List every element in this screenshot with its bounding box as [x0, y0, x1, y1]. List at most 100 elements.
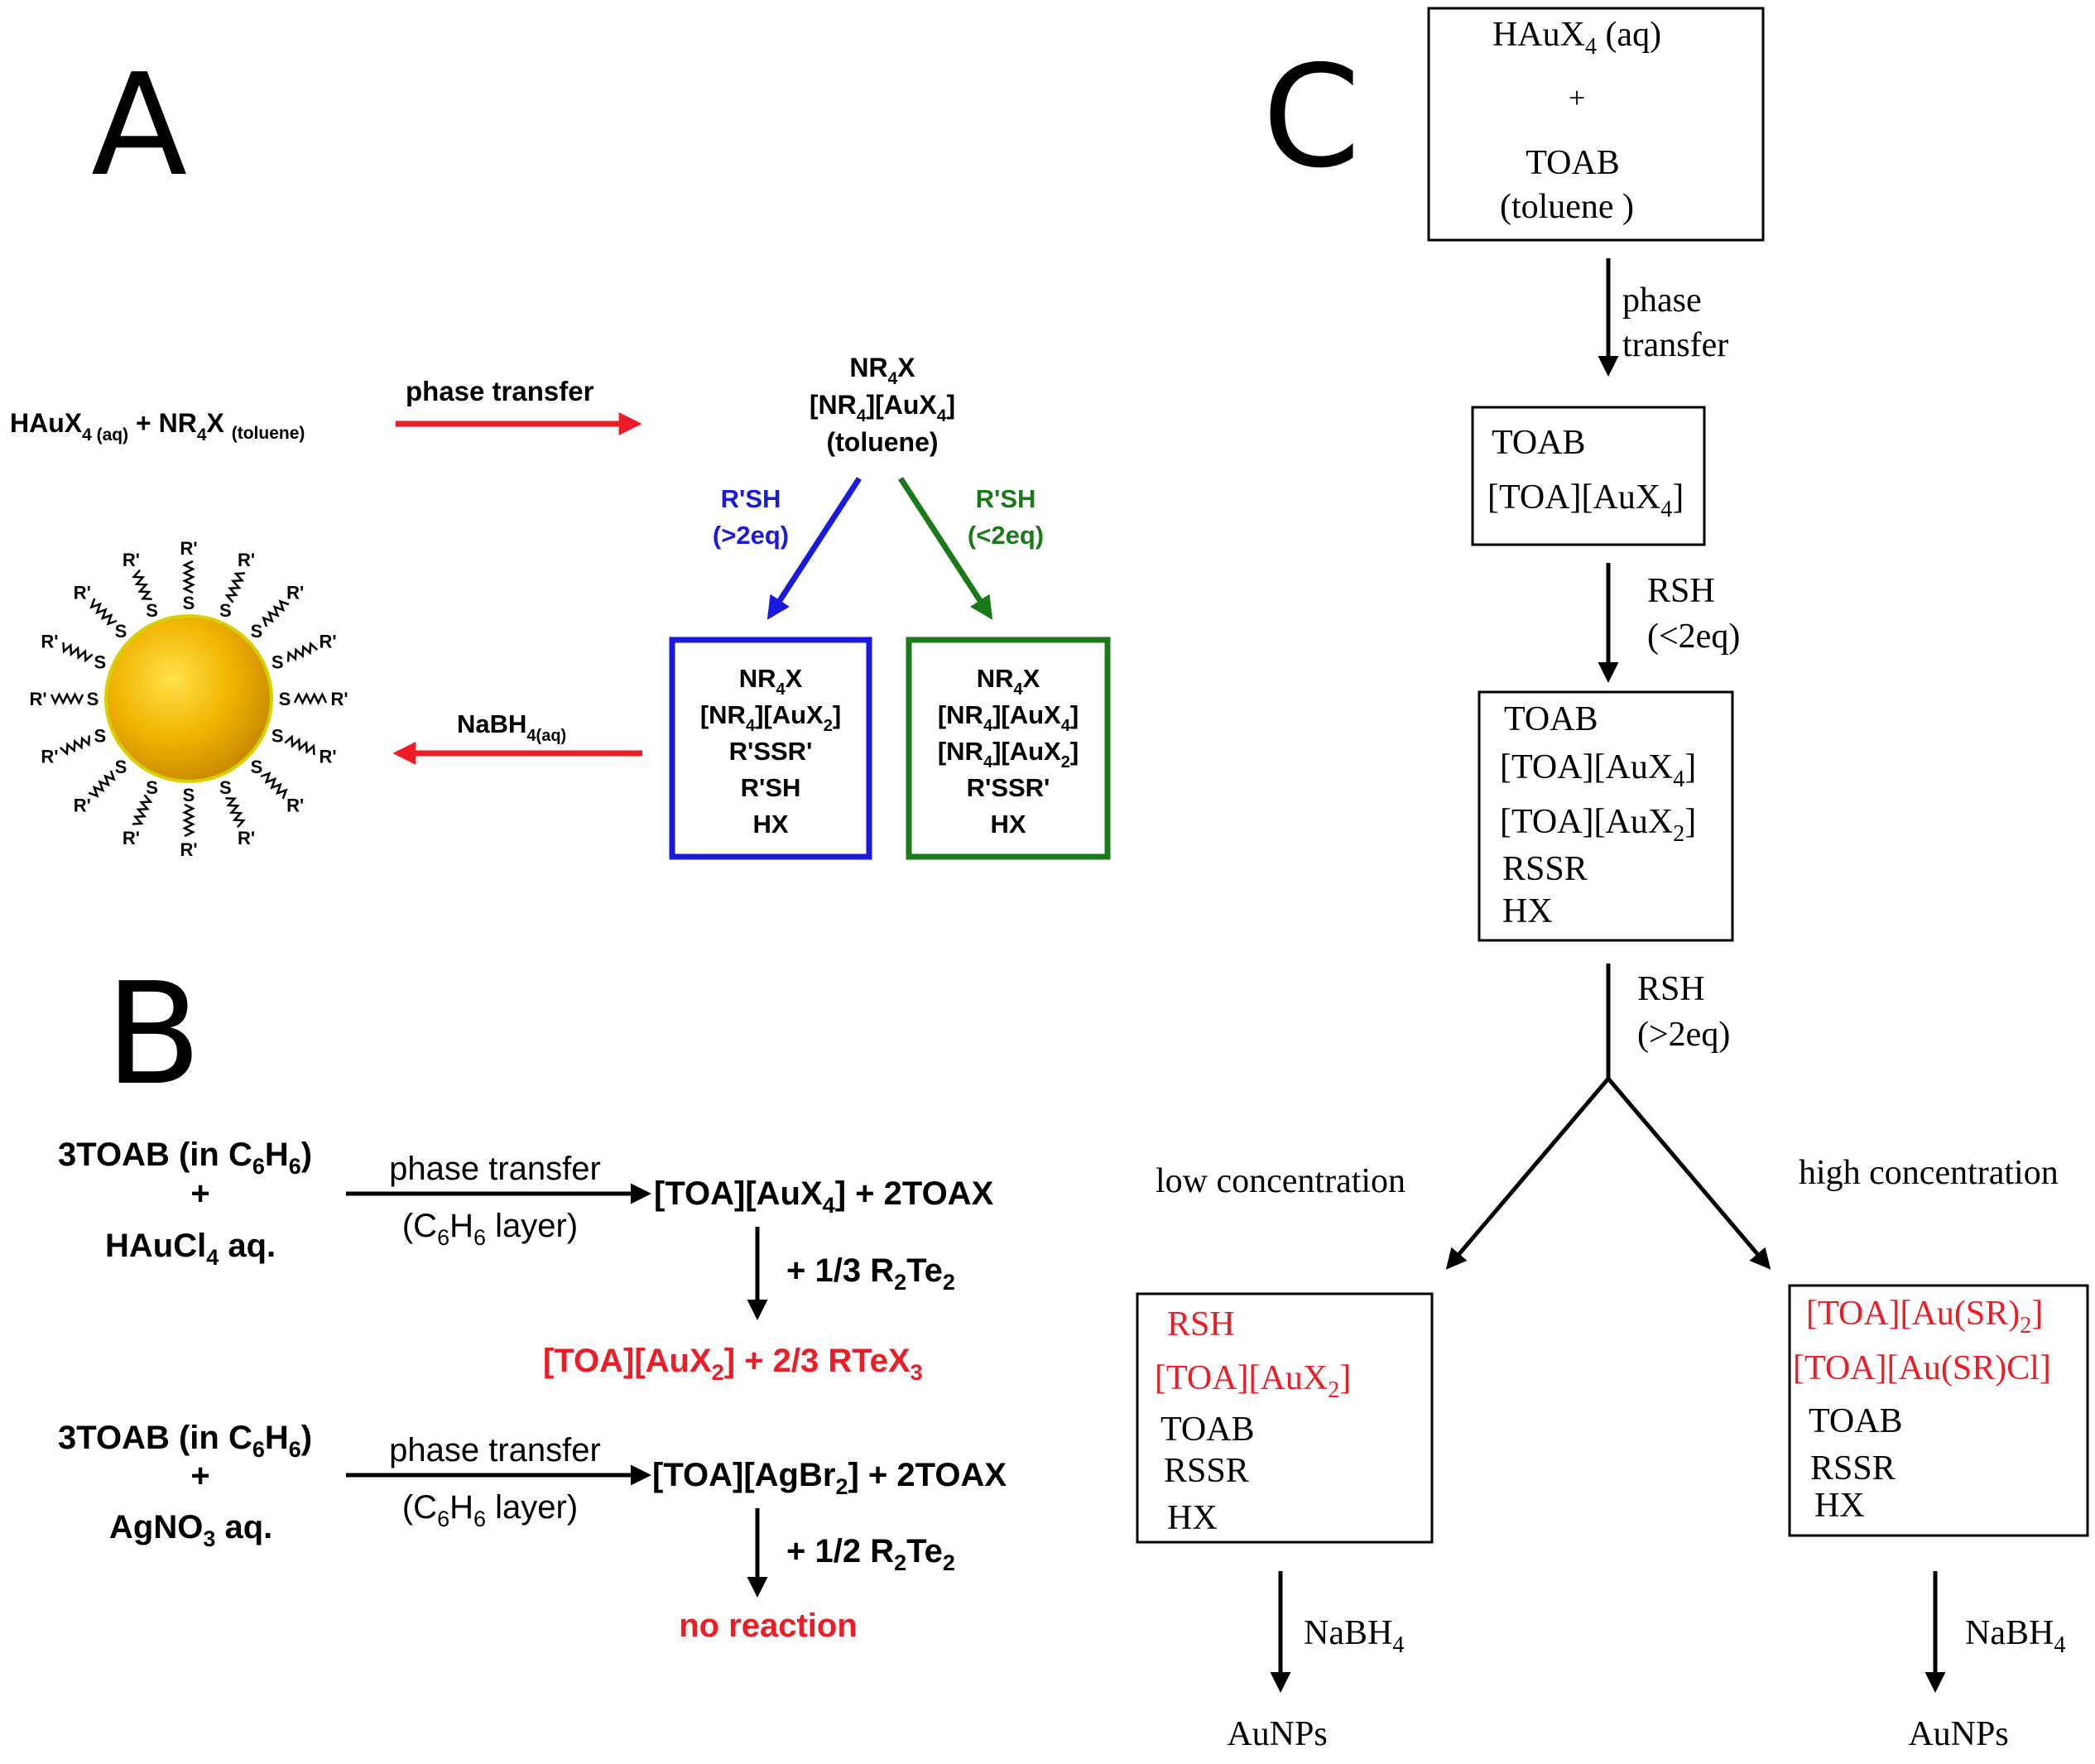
alkyl-chain [182, 803, 195, 838]
alkyl-chain [262, 599, 290, 627]
alkyl-chain [225, 796, 246, 829]
box-left-nr4-aux2: [NR4][AuX2] [700, 700, 841, 735]
c-box1-plus: + [1569, 81, 1585, 114]
branch-left-arrow [766, 477, 862, 620]
row2-plus: + [190, 1458, 209, 1494]
ligand-r-label: R' [123, 550, 140, 570]
c-box3-rssr: RSSR [1502, 850, 1588, 888]
panel-c-letter: C [1262, 36, 1361, 199]
sulfur-atom-label: S [183, 593, 195, 613]
c-box1-toluene: (toluene ) [1500, 188, 1634, 226]
c-box2-toa-aux4: [TOA][AuX4] [1487, 478, 1684, 522]
c-high-product: AuNPs [1908, 1715, 2008, 1753]
branch-right-arrow [898, 477, 993, 620]
c-box3-hx: HX [1502, 892, 1553, 930]
sulfur-atom-label: S [115, 621, 127, 642]
panel-a: A HAuX4 (aq) + NR4X (toluene) phase tran… [10, 44, 1111, 860]
sulfur-atom-label: S [146, 777, 158, 798]
panel-a-reactants: HAuX4 (aq) + NR4X (toluene) [10, 408, 305, 445]
box-partial-reduction [1478, 690, 1734, 942]
c-split-left-arrow [1445, 1077, 1610, 1270]
box-limited-thiol-contents: NR4X [NR4][AuX4] [NR4][AuX2] R'SSR' HX [938, 664, 1079, 839]
c-step3-label-2: (>2eq) [1637, 1016, 1730, 1054]
c-split-right-arrow [1607, 1077, 1771, 1270]
box-low-concentration [1136, 1292, 1434, 1544]
species-toluene: (toluene) [826, 427, 938, 457]
c-low-concentration: low concentration [1156, 1162, 1405, 1200]
sulfur-atom-label: S [251, 621, 263, 642]
sulfur-atom-label: S [279, 689, 291, 709]
alkyl-chain [132, 569, 152, 601]
ligand-r-label: R' [29, 689, 46, 709]
row1-reagent: + 1/3 R2Te2 [786, 1252, 955, 1295]
ligand-r-label: R' [74, 795, 91, 816]
box-after-transfer [1471, 406, 1706, 546]
row1-reactant-top: 3TOAB (in C6H6) [58, 1137, 312, 1179]
c-low-product: AuNPs [1227, 1715, 1327, 1753]
c-step1-label-1: phase [1622, 281, 1702, 320]
c-step2-label-1: RSH [1647, 572, 1715, 610]
c-low-reductant: NaBH4 [1304, 1614, 1404, 1658]
alkyl-chain [50, 692, 84, 705]
alkyl-chain [260, 771, 288, 800]
panel-a-reductant: NaBH4(aq) [457, 709, 566, 745]
ligand-r-label: R' [320, 747, 337, 767]
ligand-r-label: R' [41, 747, 58, 767]
box-right-disulfide: R'SSR' [967, 773, 1050, 802]
c-box1-haux4: HAuX4 (aq) [1492, 16, 1661, 60]
panel-a-phase-transfer-label: phase transfer [406, 376, 594, 406]
box-right-nr4-aux2: [NR4][AuX2] [938, 737, 1079, 771]
c-low-toa-aux2: [TOA][AuX2] [1155, 1359, 1351, 1403]
panel-a-letter: A [91, 44, 187, 208]
sulfur-atom-label: S [94, 652, 106, 673]
box-high-concentration [1788, 1284, 2089, 1537]
c-low-rsh: RSH [1167, 1305, 1235, 1343]
c-box2-toab: TOAB [1492, 424, 1586, 462]
c-step2-label-2: (<2eq) [1647, 618, 1740, 656]
sulfur-atom-label: S [94, 725, 106, 746]
alkyl-chain [293, 692, 328, 705]
sulfur-atom-label: S [219, 777, 232, 798]
c-step1-label-2: transfer [1622, 326, 1728, 364]
c-box3-toa-aux2: [TOA][AuX2] [1500, 803, 1696, 847]
c-high-au-sr2: [TOA][Au(SR)2] [1806, 1295, 2043, 1339]
box-right-hx: HX [990, 810, 1026, 839]
scheme-row-silver: 3TOAB (in C6H6) + AgNO3 aq. phase transf… [58, 1420, 1007, 1644]
row1-outcome: [TOA][AuX2] + 2/3 RTeX3 [543, 1343, 923, 1385]
c-high-reductant: NaBH4 [1965, 1614, 2065, 1658]
row1-arrow-top-label: phase transfer [389, 1151, 601, 1187]
box-right-nr4x: NR4X [977, 664, 1040, 699]
alkyl-chain [89, 598, 118, 626]
c-high-concentration: high concentration [1799, 1154, 2059, 1192]
sulfur-atom-label: S [183, 785, 195, 805]
ligand-r-label: R' [180, 538, 197, 559]
sulfur-atom-label: S [115, 757, 127, 777]
row2-product: [TOA][AgBr2] + 2TOAX [652, 1457, 1007, 1499]
alkyl-chain [59, 735, 91, 756]
box-excess-thiol-contents: NR4X [NR4][AuX2] R'SSR' R'SH HX [700, 664, 841, 839]
ligand-r-label: R' [238, 550, 255, 570]
c-low-hx: HX [1167, 1499, 1218, 1537]
c-high-rssr: RSSR [1810, 1449, 1896, 1488]
box-starting-materials [1427, 7, 1765, 242]
ligand-r-label: R' [286, 795, 304, 816]
row2-reactant-top: 3TOAB (in C6H6) [58, 1420, 312, 1462]
box-left-nr4x: NR4X [739, 664, 803, 699]
species-nr4-aux4: [NR4][AuX4] [810, 390, 955, 425]
sulfur-atom-label: S [271, 725, 284, 746]
branch-left-reagent: R'SH [721, 484, 781, 513]
ligand-r-label: R' [74, 582, 91, 603]
ligand-r-label: R' [238, 828, 255, 848]
toluene-species: NR4X [NR4][AuX4] (toluene) [810, 353, 955, 457]
box-right-nr4-aux4: [NR4][AuX4] [938, 700, 1079, 735]
alkyl-chain [284, 734, 315, 756]
panel-c: C HAuX4 (aq) + TOAB (toluene ) phase tra… [1136, 7, 2089, 1753]
alkyl-chain [286, 642, 319, 662]
ligand-r-label: R' [41, 631, 58, 651]
c-high-au-sr-cl: [TOA][Au(SR)Cl] [1793, 1349, 2051, 1387]
c-box3-toa-aux4: [TOA][AuX4] [1500, 748, 1696, 792]
species-nr4x: NR4X [849, 353, 915, 388]
